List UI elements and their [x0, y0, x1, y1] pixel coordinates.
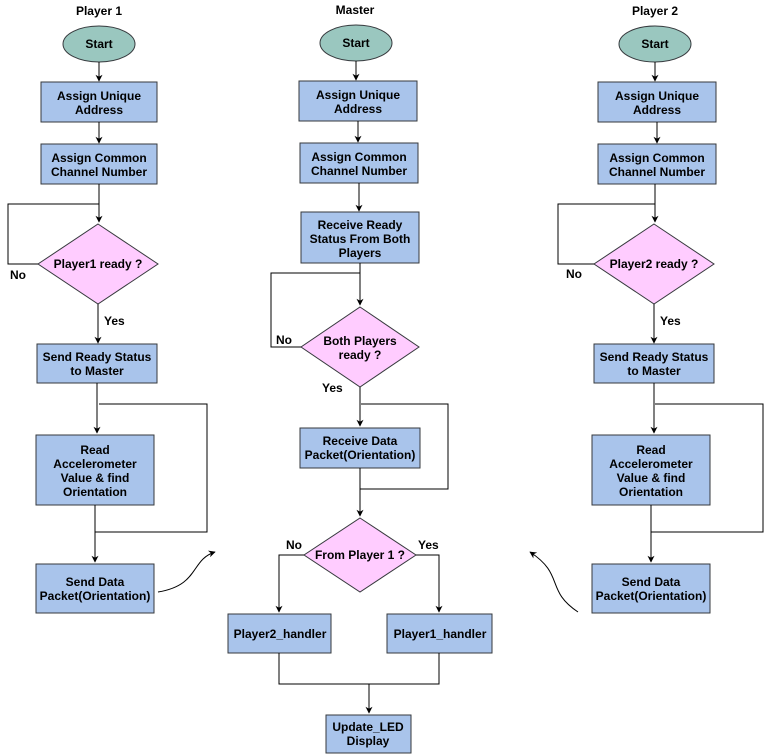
player2-send-packet-line1: Send Data	[622, 575, 681, 589]
master-update-led-box	[325, 714, 412, 754]
master-receive-packet-line1: Receive Data	[323, 434, 398, 448]
player2-assign-channel-line2: Channel Number	[609, 165, 705, 179]
player1-read-accel-line4: Orientation	[63, 485, 127, 499]
master-player2-handler-label: Player2_handler	[234, 627, 327, 641]
player1-ready-question: Player1 ready ?	[54, 257, 143, 271]
player1-send-packet-line1: Send Data	[66, 575, 125, 589]
master-player1-handler-box	[386, 613, 493, 654]
master-receive-ready-line2: Status From Both	[310, 232, 411, 246]
player1-read-accel-line2: Accelerometer	[53, 457, 137, 471]
player1-read-accel-box	[35, 434, 155, 506]
player2-start-label: Start	[641, 37, 668, 51]
master-yes-label: Yes	[322, 381, 343, 395]
master-player1-handler-label: Player1_handler	[394, 627, 487, 641]
master-assign-channel-line2: Channel Number	[311, 164, 407, 178]
player2-flow: Start Assign Unique Address Assign Commo…	[529, 25, 764, 614]
player2-ready-question: Player2 ready ?	[610, 257, 699, 271]
master-receive-packet-line2: Packet(Orientation)	[305, 448, 416, 462]
player2-assign-channel-box	[597, 143, 717, 185]
player2-assign-address-box	[597, 81, 717, 123]
player2-send-ready-line1: Send Ready Status	[600, 350, 709, 364]
player2-read-accel-line4: Orientation	[619, 485, 683, 499]
master-start-label: Start	[342, 36, 369, 50]
master-assign-address-line2: Address	[334, 102, 382, 116]
player1-yes-label: Yes	[104, 314, 125, 328]
column-title-player1: Player 1	[76, 4, 122, 18]
player2-read-accel-line3: Value & find	[617, 471, 686, 485]
master-update-led-line1: Update_LED	[332, 720, 404, 734]
master-assign-address-box	[298, 80, 418, 122]
player1-assign-channel-line2: Channel Number	[51, 165, 147, 179]
player1-send-packet-line2: Packet(Orientation)	[40, 589, 151, 603]
player2-send-packet-line2: Packet(Orientation)	[596, 589, 707, 603]
player2-assign-address-line2: Address	[633, 103, 681, 117]
master-assign-address-line1: Assign Unique	[316, 88, 400, 102]
player2-send-packet-box	[591, 563, 711, 614]
player1-read-accel-line3: Value & find	[61, 471, 130, 485]
master-flow: Start Assign Unique Address Assign Commo…	[227, 24, 493, 754]
player1-assign-address-line2: Address	[75, 103, 123, 117]
player1-send-ready-line2: to Master	[70, 364, 124, 378]
player1-flow: Start Assign Unique Address Assign Commo…	[7, 25, 216, 614]
player2-read-accel-line1: Read	[636, 443, 665, 457]
master-update-led-line2: Display	[347, 734, 390, 748]
master-from-player1-question: From Player 1 ?	[315, 548, 405, 562]
player1-assign-channel-line1: Assign Common	[51, 151, 146, 165]
master-both-ready-line1: Both Players	[323, 334, 397, 348]
master-receive-ready-line3: Players	[339, 246, 382, 260]
player2-yes-label: Yes	[660, 314, 681, 328]
player1-to-master-link	[157, 550, 216, 593]
master-both-ready-line2: ready ?	[339, 348, 382, 362]
player2-send-ready-box	[593, 343, 715, 384]
player1-send-ready-line1: Send Ready Status	[43, 350, 152, 364]
master-branch-yes-label: Yes	[418, 538, 439, 552]
player2-assign-channel-line1: Assign Common	[609, 151, 704, 165]
player1-send-packet-box	[35, 563, 155, 614]
master-player2-handler-box	[227, 613, 332, 654]
master-assign-channel-line1: Assign Common	[311, 150, 406, 164]
player1-read-accel-line1: Read	[80, 443, 109, 457]
player1-assign-address-box	[40, 81, 158, 123]
player1-start-label: Start	[85, 37, 112, 51]
column-title-master: Master	[336, 3, 375, 17]
master-receive-packet-box	[299, 427, 421, 469]
master-branch-no-label: No	[286, 538, 302, 552]
player2-read-accel-box	[591, 434, 711, 506]
player1-assign-address-line1: Assign Unique	[57, 89, 141, 103]
column-title-player2: Player 2	[632, 4, 678, 18]
master-from-player1-decision	[303, 517, 417, 593]
master-no-label: No	[276, 333, 292, 347]
player2-assign-address-line1: Assign Unique	[615, 89, 699, 103]
player2-read-accel-line2: Accelerometer	[609, 457, 693, 471]
player1-no-label: No	[10, 268, 26, 282]
player1-send-ready-box	[36, 343, 158, 384]
player2-no-label: No	[566, 267, 582, 281]
player2-send-ready-line2: to Master	[627, 364, 681, 378]
master-receive-ready-line1: Receive Ready	[318, 218, 403, 232]
player2-to-master-link	[529, 551, 579, 613]
master-receive-ready-box	[300, 211, 420, 264]
